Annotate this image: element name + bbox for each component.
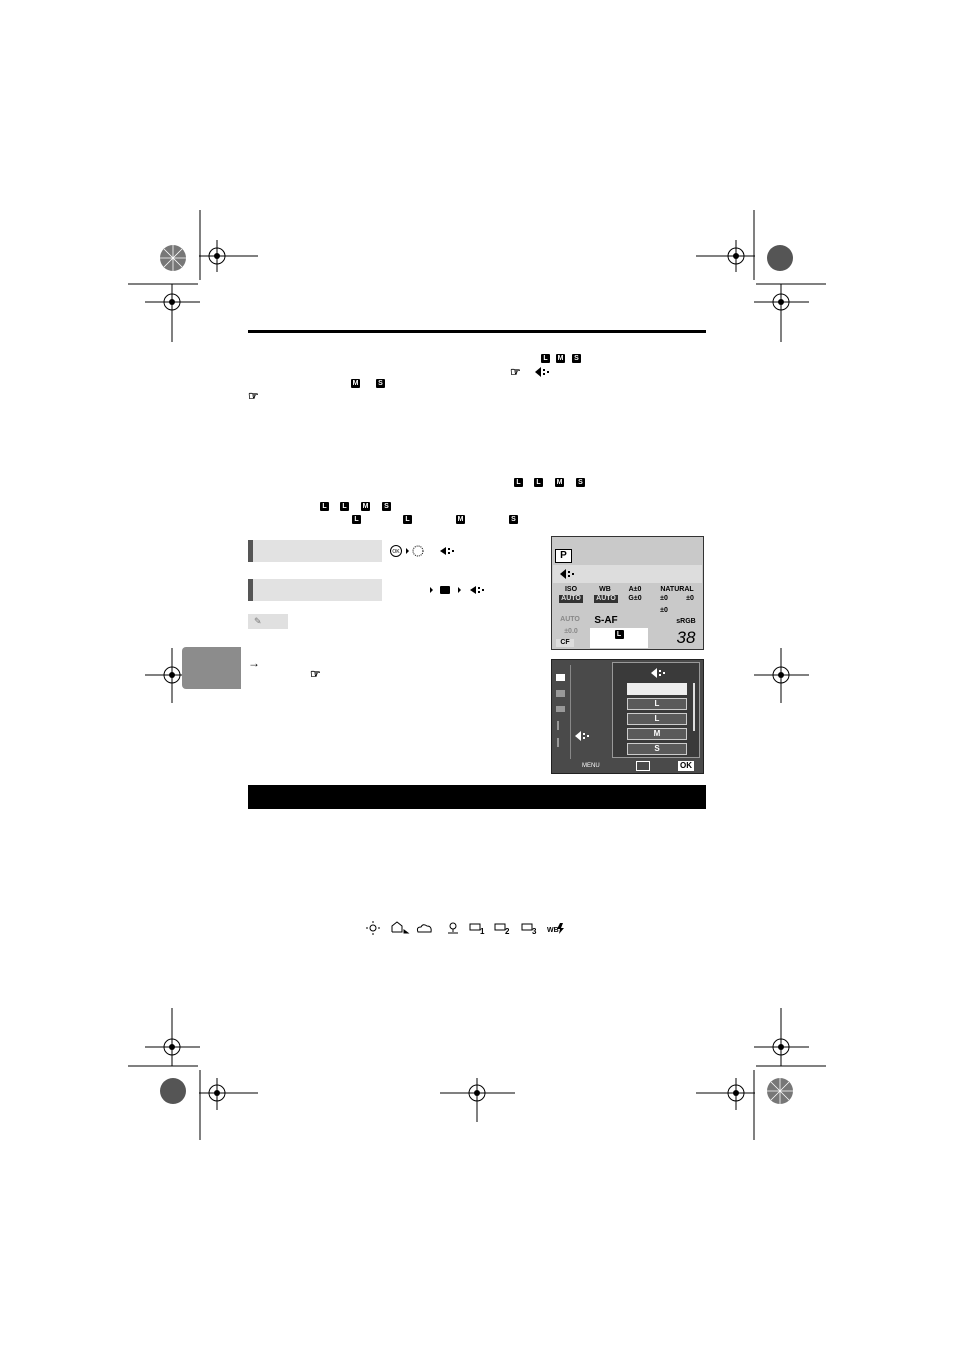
af-mode: S-AF bbox=[594, 615, 618, 626]
wb-label: WB bbox=[599, 586, 611, 593]
control-panel-screen: P ISO AUTO WB AUTO A±0 G±0 NATURAL ±0 ±0… bbox=[551, 536, 704, 650]
wb-value: AUTO bbox=[594, 595, 618, 603]
size-small-icon: S bbox=[382, 502, 391, 511]
record-mode-icon bbox=[559, 569, 574, 579]
size-small-icon: S bbox=[509, 515, 518, 524]
contrast-value: ±0 bbox=[686, 595, 694, 602]
menu-option[interactable]: S bbox=[627, 743, 687, 755]
menu-option-selected[interactable] bbox=[627, 683, 687, 695]
menu-option[interactable]: L bbox=[627, 713, 687, 725]
menu-option[interactable]: L bbox=[627, 698, 687, 710]
card-type: CF bbox=[556, 639, 574, 647]
menu-option[interactable]: M bbox=[627, 728, 687, 740]
section-header-band bbox=[248, 785, 706, 809]
quality-cell: L bbox=[590, 628, 648, 648]
size-medium-icon: M bbox=[456, 515, 465, 524]
size-large-icon: L bbox=[403, 515, 412, 524]
size-large-icon: L bbox=[614, 630, 624, 639]
footer-ok-hint: OK bbox=[678, 761, 694, 771]
picture-mode: NATURAL bbox=[660, 586, 694, 593]
arrow-icon: → bbox=[248, 656, 260, 670]
size-small-icon: S bbox=[572, 354, 581, 363]
size-large-icon: L bbox=[320, 502, 329, 511]
size-medium-icon: M bbox=[351, 379, 360, 388]
menu-path-sequence bbox=[430, 586, 484, 594]
menu-screen: L L M S MENU OK bbox=[551, 659, 704, 774]
record-mode-icon bbox=[651, 668, 665, 678]
submenu-panel: L L M S bbox=[612, 662, 700, 758]
chapter-tab bbox=[182, 647, 241, 689]
menu-tab-icons bbox=[556, 674, 565, 747]
wb-a-value: A±0 bbox=[628, 586, 642, 593]
reference-hand-icon: ☞ bbox=[310, 667, 321, 681]
color-space: sRGB bbox=[676, 618, 696, 625]
size-large-icon: L bbox=[352, 515, 361, 524]
saturation-value: ±0 bbox=[660, 595, 668, 602]
size-medium-icon: M bbox=[555, 478, 564, 487]
note-tag: ✎ bbox=[248, 614, 288, 629]
svg-text:1: 1 bbox=[480, 927, 485, 936]
scrollbar[interactable] bbox=[693, 683, 695, 731]
shooting-mode: P bbox=[555, 549, 572, 563]
size-small-icon: S bbox=[576, 478, 585, 487]
size-large-icon: L bbox=[534, 478, 543, 487]
exposure-comp: ±0.0 bbox=[564, 628, 578, 635]
svg-text:WB: WB bbox=[547, 927, 559, 934]
remaining-frames: 38 bbox=[676, 628, 696, 647]
size-large-icon: L bbox=[340, 502, 349, 511]
header-rule bbox=[248, 330, 706, 333]
menu-list bbox=[570, 665, 613, 759]
footer-nav-icon bbox=[636, 761, 650, 771]
svg-text:3: 3 bbox=[532, 927, 537, 936]
size-medium-icon: M bbox=[361, 502, 370, 511]
reference-hand-icon: ☞ bbox=[510, 365, 521, 379]
record-mode-icon bbox=[535, 367, 549, 377]
record-mode-icon bbox=[575, 731, 589, 741]
record-mode-row bbox=[553, 565, 702, 583]
iso-value: AUTO bbox=[559, 595, 583, 603]
footer-menu-hint: MENU bbox=[582, 763, 600, 769]
ok-dial-sequence: OK bbox=[390, 545, 454, 557]
iso-label: ISO bbox=[564, 586, 578, 593]
size-medium-icon: M bbox=[556, 354, 565, 363]
size-large-icon: L bbox=[514, 478, 523, 487]
reference-hand-icon: ☞ bbox=[248, 389, 259, 403]
shortcut-bar bbox=[248, 540, 382, 562]
menu-bar bbox=[248, 579, 382, 601]
sharpness-value: ±0 bbox=[660, 607, 668, 614]
flash-value: AUTO bbox=[560, 616, 580, 623]
size-small-icon: S bbox=[376, 379, 385, 388]
svg-text:OK: OK bbox=[392, 549, 400, 555]
size-large-icon: L bbox=[541, 354, 550, 363]
wb-g-value: G±0 bbox=[628, 595, 642, 602]
white-balance-icons: 1 2 3 WB bbox=[366, 921, 564, 936]
svg-text:2: 2 bbox=[505, 927, 510, 936]
